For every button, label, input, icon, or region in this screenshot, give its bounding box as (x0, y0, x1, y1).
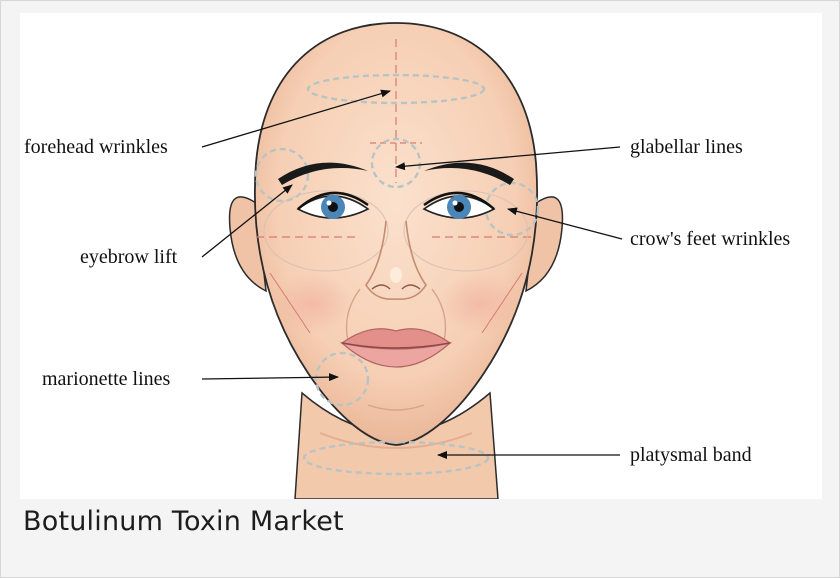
label-eyebrow-lift: eyebrow lift (80, 246, 178, 268)
label-marionette-lines: marionette lines (42, 368, 171, 390)
label-platysmal-band: platysmal band (630, 444, 752, 466)
label-crows-feet-wrinkles: crow's feet wrinkles (630, 228, 790, 250)
face-diagram: forehead wrinkles eyebrow lift marionett… (20, 13, 822, 499)
head (255, 23, 537, 445)
caption-title: Botulinum Toxin Market (23, 506, 344, 537)
label-forehead-wrinkles: forehead wrinkles (24, 136, 168, 158)
label-glabellar-lines: glabellar lines (630, 136, 743, 158)
face-illustration: forehead wrinkles eyebrow lift marionett… (20, 13, 822, 499)
